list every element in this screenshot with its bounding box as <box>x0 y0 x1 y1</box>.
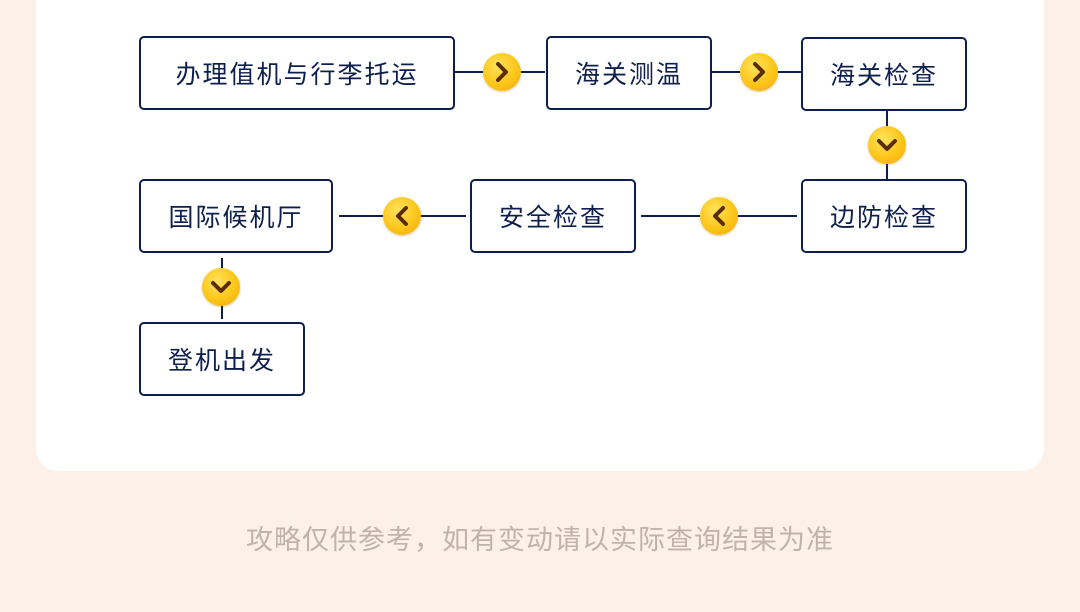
step-check-in-baggage: 办理值机与行李托运 <box>139 36 455 110</box>
step-customs-inspection: 海关检查 <box>801 37 967 111</box>
chevron-down-icon <box>202 268 240 306</box>
step-international-lounge: 国际候机厅 <box>139 179 333 253</box>
chevron-left-icon <box>700 197 738 235</box>
chevron-right-icon <box>740 53 778 91</box>
chevron-right-icon <box>483 53 521 91</box>
step-customs-temperature: 海关测温 <box>546 36 712 110</box>
step-border-control: 边防检查 <box>801 179 967 253</box>
step-boarding-departure: 登机出发 <box>139 322 305 396</box>
chevron-left-icon <box>383 197 421 235</box>
disclaimer-note: 攻略仅供参考，如有变动请以实际查询结果为准 <box>246 525 834 556</box>
step-security-check: 安全检查 <box>470 179 636 253</box>
chevron-down-icon <box>868 126 906 164</box>
